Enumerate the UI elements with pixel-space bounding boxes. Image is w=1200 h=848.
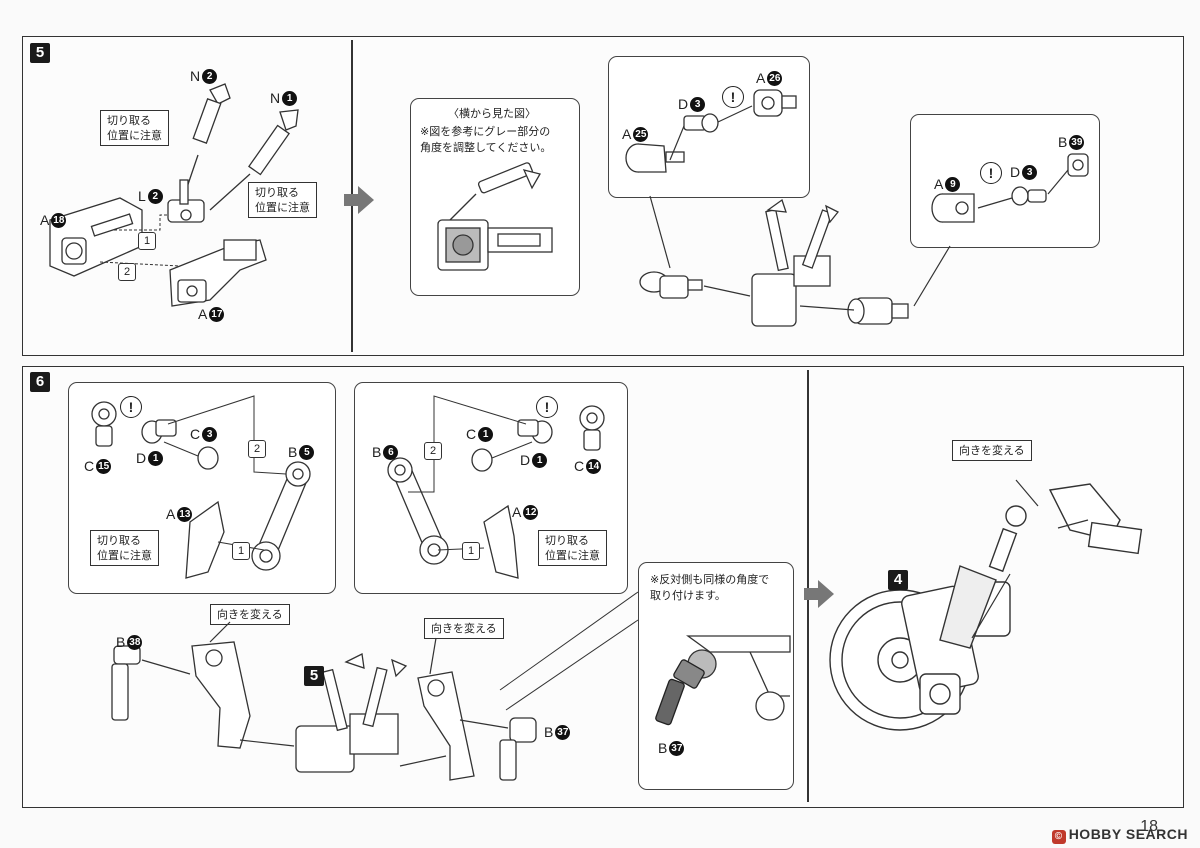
sequence-marker-1: 1 bbox=[138, 232, 156, 250]
step6-detail-drawing bbox=[91, 395, 605, 579]
step6-divider bbox=[807, 370, 809, 802]
watermark-text: HOBBY SEARCH bbox=[1068, 826, 1188, 842]
page-number: 18 bbox=[1140, 818, 1158, 835]
side-view-text: ※図を参考にグレー部分の 角度を調整してください。 bbox=[420, 125, 552, 154]
caution-icon: ! bbox=[722, 86, 744, 108]
sequence-marker-1: 1 bbox=[462, 542, 480, 560]
opposite-side-note: ※反対側も同様の角度で 取り付けます。 bbox=[650, 573, 770, 602]
step5-number: 5 bbox=[30, 43, 50, 63]
step5-left-parts-drawing bbox=[49, 83, 299, 307]
sequence-marker-2: 2 bbox=[424, 442, 442, 460]
side-view-title: 〈横から見た図〉 bbox=[448, 107, 536, 120]
change-direction-callout-3: 向きを変える bbox=[952, 440, 1032, 461]
next-arrow-icon bbox=[344, 186, 374, 214]
step6-number: 6 bbox=[30, 372, 50, 392]
sub-step-5-marker: 5 bbox=[304, 666, 324, 686]
step6-assembly-drawing bbox=[111, 621, 537, 781]
change-direction-callout-2: 向きを変える bbox=[424, 618, 504, 639]
change-direction-callout-1: 向きを変える bbox=[210, 604, 290, 625]
sub-step-4-marker: 4 bbox=[888, 570, 908, 590]
caution-icon: ! bbox=[120, 396, 142, 418]
caution-icon: ! bbox=[980, 162, 1002, 184]
next-arrow-icon bbox=[804, 580, 834, 608]
cut-position-callout-right: 切り取る 位置に注意 bbox=[538, 530, 607, 566]
side-view-drawing bbox=[437, 162, 553, 271]
cut-position-callout-left: 切り取る 位置に注意 bbox=[90, 530, 159, 566]
watermark-badge-icon: © bbox=[1051, 830, 1066, 844]
step5-right-parts-drawing bbox=[625, 89, 1089, 327]
callout-leader-lines bbox=[499, 591, 639, 711]
sequence-marker-2: 2 bbox=[248, 440, 266, 458]
detail-box-a9-b39 bbox=[910, 114, 1100, 248]
cut-position-callout-2: 切り取る 位置に注意 bbox=[248, 182, 317, 218]
sequence-marker-2: 2 bbox=[118, 263, 136, 281]
caution-icon: ! bbox=[536, 396, 558, 418]
watermark: ©HOBBY SEARCH bbox=[1051, 826, 1188, 844]
opposite-side-drawing bbox=[655, 635, 791, 726]
final-wheel-assembly-drawing bbox=[829, 479, 1143, 731]
sequence-marker-1: 1 bbox=[232, 542, 250, 560]
cut-position-callout-1: 切り取る 位置に注意 bbox=[100, 110, 169, 146]
